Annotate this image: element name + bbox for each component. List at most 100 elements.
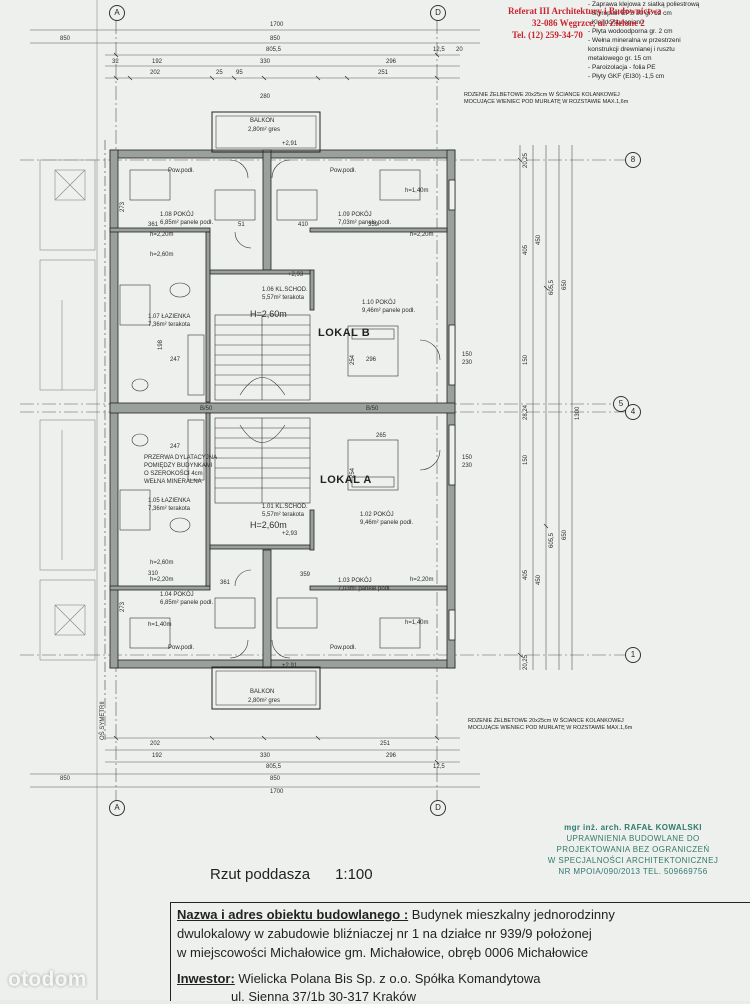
architect-line-2: PROJEKTOWANIA BEZ OGRANICZEŃ bbox=[556, 845, 710, 854]
dim-202-top: 202 bbox=[150, 70, 161, 76]
note-line-6: konstrukcji drewnianej i rusztu bbox=[588, 46, 675, 53]
dim-410-upper: 410 bbox=[298, 222, 309, 228]
axis-bubble-d-bottom: D bbox=[430, 800, 446, 816]
room-107-label: 1.07 ŁAZIENKA bbox=[148, 314, 191, 320]
dim-150-window-a: 150 bbox=[462, 455, 473, 461]
dim-265-room-a: 265 bbox=[376, 433, 387, 439]
dim-650-upper: 650 bbox=[562, 279, 568, 290]
height-140-lower-left: h=1,40m bbox=[148, 622, 172, 628]
room-106-area: 5,57m² terakota bbox=[262, 295, 305, 301]
office-stamp-line-3: Tel. (12) 259-34-70 bbox=[512, 30, 583, 40]
sheet-fold-line bbox=[96, 0, 98, 1000]
dim-mid-top: 850 bbox=[270, 36, 281, 42]
dim-280-top: 280 bbox=[260, 94, 271, 100]
note-line-3: - Klej do styropianu bbox=[588, 19, 644, 26]
office-stamp-line-2: 32-086 Węgrzce, ul. Zielone 2 bbox=[532, 18, 645, 28]
dim-95-top: 95 bbox=[236, 70, 243, 76]
expansion-joint-note-4: WEŁNA MINERALNA bbox=[144, 479, 202, 485]
architect-name: mgr inż. arch. RAFAŁ KOWALSKI bbox=[564, 823, 702, 832]
dim-605-lower: 605,5 bbox=[549, 532, 555, 548]
room-104-label: 1.04 POKÓJ bbox=[160, 592, 194, 598]
expansion-joint-note-2: POMIĘDZY BUDYNKAMI bbox=[144, 463, 213, 469]
dim-192-top: 192 bbox=[152, 59, 163, 65]
dim-247-lower: 247 bbox=[170, 444, 181, 450]
info-line-1: Nazwa i adres obiektu budowlanego : Budy… bbox=[177, 907, 615, 922]
level-291-bottom: +2,91 bbox=[282, 663, 298, 669]
room-106-label: 1.06 KL.SCHOD. bbox=[262, 287, 308, 293]
beam-b50-right: B/50 bbox=[366, 406, 379, 412]
dim-150-window-b: 150 bbox=[462, 352, 473, 358]
balcony-top-label: BALKON bbox=[250, 118, 275, 124]
room-109-label: 1.09 POKÓJ bbox=[338, 212, 372, 218]
dim-361-lower: 361 bbox=[220, 580, 231, 586]
dim-359-upper: 359 bbox=[368, 222, 379, 228]
floor-area-note-4: Pow.podł. bbox=[330, 645, 357, 651]
dim-251-bottom: 251 bbox=[380, 741, 391, 747]
dim-805-bottom: 805,5 bbox=[266, 764, 282, 770]
note-line-7: metalowego gr. 15 cm bbox=[588, 55, 652, 62]
axis-bubble-a-top: A bbox=[109, 5, 125, 21]
level-293-lower: +2,93 bbox=[282, 531, 298, 537]
lokal-b-label: LOKAL B bbox=[318, 327, 371, 339]
dim-805-top: 805,5 bbox=[266, 47, 282, 53]
symmetry-axis-label: OŚ SYMETRII bbox=[100, 701, 106, 740]
lokal-a-label: LOKAL A bbox=[320, 474, 372, 486]
architect-line-4: NR MPOIA/090/2013 TEL. 509669756 bbox=[558, 867, 708, 876]
architect-stamp: mgr inż. arch. RAFAŁ KOWALSKI UPRAWNIENI… bbox=[528, 822, 738, 877]
dim-605-upper: 605,5 bbox=[549, 279, 555, 295]
beam-b50-left: B/50 bbox=[200, 406, 213, 412]
dim-254-room-b: 254 bbox=[350, 354, 356, 365]
dim-202-bottom: 202 bbox=[150, 741, 161, 747]
dim-51-upper: 51 bbox=[238, 222, 245, 228]
dim-359-lower: 359 bbox=[300, 572, 311, 578]
investor-label: Inwestor: bbox=[177, 971, 235, 986]
dim-273-lower: 273 bbox=[120, 601, 126, 612]
height-220-lower-right: h=2,20m bbox=[410, 577, 434, 583]
height-220-lower: h=2,20m bbox=[150, 577, 174, 583]
note-line-2: - Styropian EPS 80 gr. 12 cm bbox=[588, 10, 672, 17]
balcony-bottom-label: BALKON bbox=[250, 689, 275, 695]
dim-12-bottom: 12,5 bbox=[433, 764, 445, 770]
plan-title: Rzut poddasza 1:100 bbox=[210, 866, 373, 883]
height-140-upper: h=1,40m bbox=[405, 188, 429, 194]
dim-1300: 1300 bbox=[575, 406, 581, 420]
architect-line-3: W SPECJALNOŚCI ARCHITEKTONICZNEJ bbox=[547, 856, 719, 865]
room-105-label: 1.05 ŁAZIENKA bbox=[148, 498, 191, 504]
height-260-upper: h=2,60m bbox=[150, 252, 174, 258]
info-line-1-rest: Budynek mieszkalny jednorodzinny bbox=[408, 907, 615, 922]
dim-273-upper: 273 bbox=[120, 201, 126, 212]
project-info-box: Nazwa i adres obiektu budowlanego : Budy… bbox=[170, 902, 750, 1004]
dim-251-top: 251 bbox=[378, 70, 389, 76]
dim-296-bottom: 296 bbox=[386, 753, 397, 759]
level-291-top: +2,91 bbox=[282, 141, 298, 147]
otodom-watermark-logo: otodom bbox=[8, 968, 87, 991]
dim-247-upper: 247 bbox=[170, 357, 181, 363]
room-105-area: 7,36m² terakota bbox=[148, 506, 191, 512]
dim-330-bottom: 330 bbox=[260, 753, 271, 759]
dim-2025-top: 20,25 bbox=[523, 152, 529, 168]
axis-bubble-8: 8 bbox=[625, 152, 641, 168]
dim-296-top: 296 bbox=[386, 59, 397, 65]
balcony-bottom-area: 2,80m² gres bbox=[248, 698, 281, 704]
expansion-joint-note-1: PRZERWA DYLATACYJNA bbox=[144, 455, 218, 461]
axis-bubble-4: 4 bbox=[625, 404, 641, 420]
dim-overall-top: 1700 bbox=[270, 22, 284, 28]
level-293-upper: +2,93 bbox=[288, 272, 304, 278]
room-110-label: 1.10 POKÓJ bbox=[362, 300, 396, 306]
dim-150-lower: 150 bbox=[523, 454, 529, 465]
room-103-area: 7,03m² panele podł. bbox=[338, 586, 392, 592]
room-101-label: 1.01 KL.SCHOD. bbox=[262, 504, 308, 510]
height-260-lower: h=2,60m bbox=[150, 560, 174, 566]
dim-overall-bottom: 1700 bbox=[270, 789, 284, 795]
note-line-1: - Zaprawa klejowa z siatką poliestrową bbox=[588, 1, 700, 8]
dim-361-upper: 361 bbox=[148, 222, 159, 228]
note-line-8: - Paroizolacja - folia PE bbox=[588, 64, 656, 71]
info-line-3: w miejscowości Michałowice gm. Michałowi… bbox=[177, 945, 589, 960]
dim-mid-bottom: 850 bbox=[270, 776, 281, 782]
axis-bubble-d-top: D bbox=[430, 5, 446, 21]
dim-650-lower: 650 bbox=[562, 529, 568, 540]
room-109-area: 7,03m² panele podł. bbox=[338, 220, 392, 226]
beam-note-top-1: RDZENIE ŻELBETOWE 20x25cm W ŚCIANCE KOLA… bbox=[464, 92, 620, 98]
dim-150-upper: 150 bbox=[523, 354, 529, 365]
